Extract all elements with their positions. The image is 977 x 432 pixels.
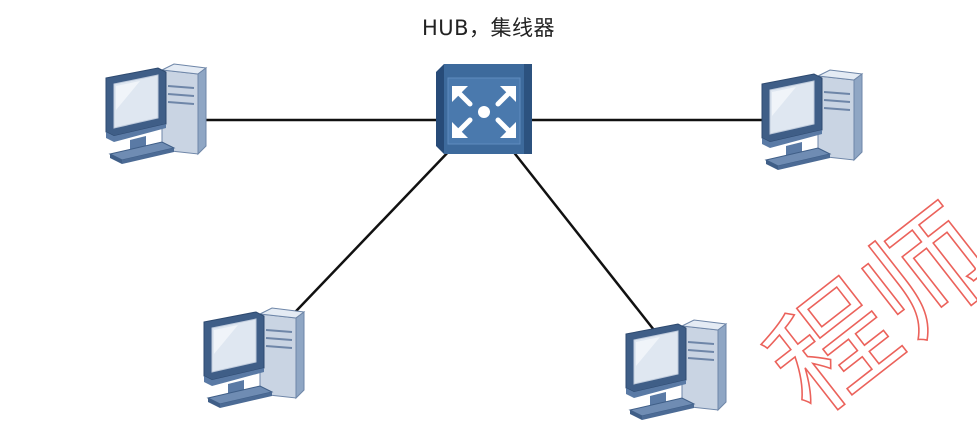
hub-icon — [436, 64, 532, 154]
watermark-text: 程师 — [744, 184, 977, 432]
link-hub-bottom-left — [277, 147, 453, 331]
links — [196, 118, 766, 331]
computer-top-left — [105, 63, 207, 165]
computer-bottom-left — [203, 307, 305, 409]
watermark: 程师 — [743, 183, 977, 432]
desktop-computer-icon — [105, 63, 207, 165]
diagram-title: HUB，集线器 — [421, 16, 556, 40]
desktop-computer-icon — [625, 319, 727, 421]
computer-top-right — [761, 69, 863, 171]
computer-bottom-right — [625, 319, 727, 421]
link-hub-bottom-right — [511, 149, 655, 331]
desktop-computer-icon — [203, 307, 305, 409]
desktop-computer-icon — [761, 69, 863, 171]
